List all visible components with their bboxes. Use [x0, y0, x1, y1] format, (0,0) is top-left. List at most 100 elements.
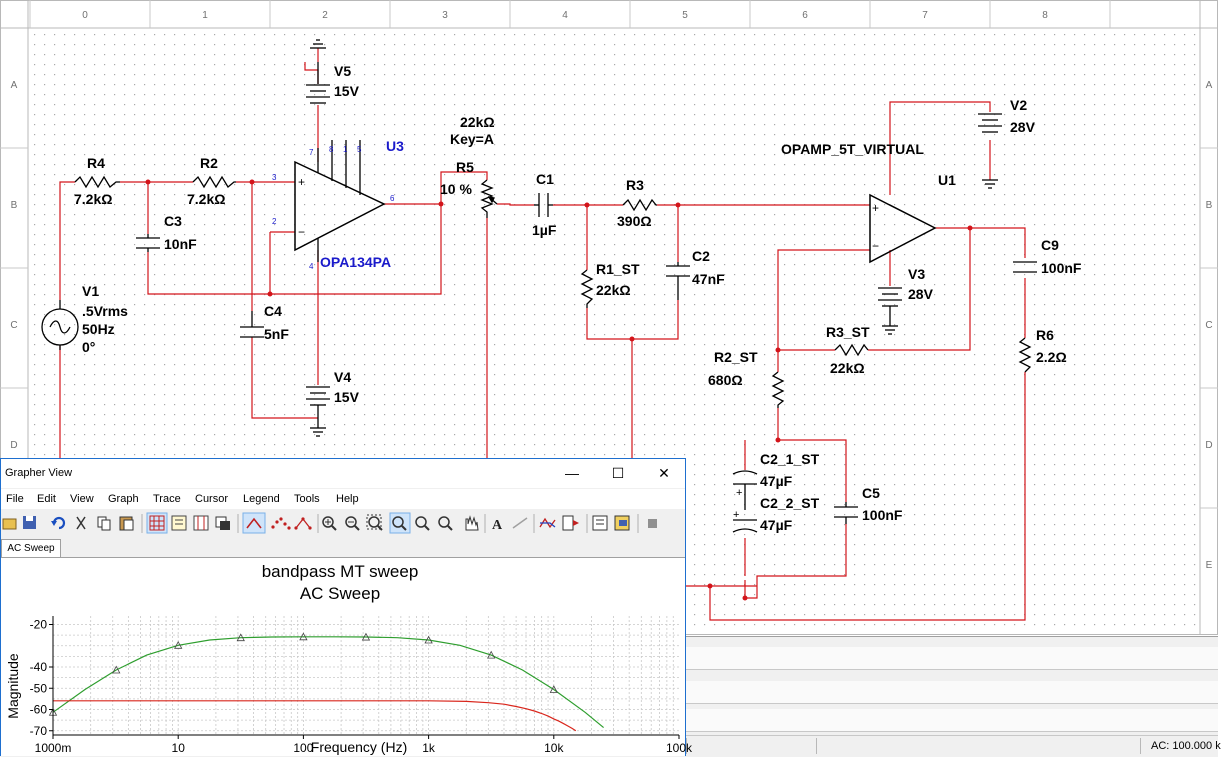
- v1-freq: 50Hz: [82, 321, 115, 337]
- save-icon[interactable]: [23, 516, 36, 529]
- component-symbols[interactable]: [41, 39, 1037, 533]
- pan-icon[interactable]: [465, 515, 479, 531]
- r5-key: Key=A: [450, 131, 494, 147]
- properties-icon[interactable]: [215, 516, 230, 530]
- spreadsheet-panel[interactable]: [686, 636, 1218, 736]
- r2-value: 7.2kΩ: [187, 191, 225, 207]
- svg-text:8: 8: [329, 145, 334, 154]
- series-marker: [236, 633, 245, 642]
- menu-trace[interactable]: Trace: [153, 493, 181, 505]
- status-cell: [816, 738, 825, 754]
- v3-value: 28V: [908, 286, 934, 302]
- ruler-col-3: 3: [442, 10, 448, 21]
- pin-numbers: 3 2 6 7 8 1 5 4: [272, 145, 395, 271]
- undo-icon[interactable]: [51, 516, 66, 530]
- r3st-value: 22kΩ: [830, 360, 865, 376]
- svg-text:+: +: [872, 201, 879, 215]
- close-button[interactable]: ✕: [658, 465, 670, 481]
- svg-text:2: 2: [272, 217, 277, 226]
- r3st-ref: R3_ST: [826, 324, 870, 340]
- chart-subtitle: AC Sweep: [299, 584, 381, 603]
- x-tick-label: 10: [172, 741, 186, 755]
- c3-ref: C3: [164, 213, 182, 229]
- r4-ref: R4: [87, 155, 105, 171]
- zoom-y-icon[interactable]: [438, 516, 453, 531]
- zoom-in-icon[interactable]: [322, 516, 337, 531]
- export-icon[interactable]: [562, 515, 579, 531]
- points-icon[interactable]: [271, 517, 291, 530]
- text-icon[interactable]: A: [492, 518, 503, 533]
- grid-icon[interactable]: [149, 515, 165, 531]
- menu-view[interactable]: View: [70, 493, 94, 505]
- cursors-icon[interactable]: [193, 515, 209, 531]
- series-marker: [112, 665, 121, 674]
- ruler-col-6: 6: [802, 10, 808, 21]
- overlay-icon[interactable]: [539, 517, 556, 529]
- toolbar-icons: A: [2, 512, 657, 534]
- menu-graph[interactable]: Graph: [108, 493, 139, 505]
- polarity-marks: + + + − + −: [298, 175, 879, 521]
- menu-help[interactable]: Help: [336, 493, 359, 505]
- zoom-area-icon[interactable]: [366, 514, 383, 531]
- r5-percent: 10 %: [440, 181, 472, 197]
- series-line-0: [53, 636, 604, 729]
- ruler-row-c-right: C: [1205, 320, 1212, 331]
- cut-icon[interactable]: [76, 516, 86, 530]
- c2-ref: C2: [692, 248, 710, 264]
- menu-legend[interactable]: Legend: [243, 493, 280, 505]
- ruler-col-8: 8: [1042, 10, 1048, 21]
- menu-cursor[interactable]: Cursor: [195, 493, 229, 505]
- menu-edit[interactable]: Edit: [37, 493, 56, 505]
- tab-ac-sweep[interactable]: AC Sweep: [1, 539, 61, 558]
- minimize-button[interactable]: —: [565, 465, 579, 481]
- status-ac: AC: 100.000 k: [1140, 738, 1221, 754]
- legend-icon[interactable]: [171, 515, 187, 531]
- y-tick-label: -50: [30, 681, 48, 695]
- maximize-button[interactable]: ☐: [611, 465, 625, 481]
- v4-value: 15V: [334, 389, 360, 405]
- copy-icon[interactable]: [97, 516, 111, 531]
- zoom-out-icon[interactable]: [345, 516, 360, 531]
- print-icon[interactable]: [614, 515, 630, 531]
- v5-value: 15V: [334, 83, 360, 99]
- x-tick-label: 100: [293, 741, 313, 755]
- c22st-value: 47µF: [760, 517, 793, 533]
- u3-ref: U3: [386, 138, 404, 154]
- grapher-titlebar[interactable]: Grapher View — ☐ ✕: [1, 459, 685, 488]
- lines-icon[interactable]: [246, 517, 262, 529]
- y-tick-label: -40: [30, 660, 48, 674]
- grapher-window[interactable]: Grapher View — ☐ ✕ File Edit View Graph …: [0, 458, 693, 756]
- paste-icon[interactable]: [119, 516, 134, 531]
- ruler-row-c: C: [10, 320, 17, 331]
- svg-text:+: +: [736, 487, 742, 499]
- lines-points-icon[interactable]: [294, 517, 312, 530]
- menu-file[interactable]: File: [6, 493, 24, 505]
- c5-ref: C5: [862, 485, 880, 501]
- r5-ref: R5: [456, 159, 474, 175]
- y-tick-label: -60: [30, 703, 48, 717]
- ruler-row-a-right: A: [1206, 80, 1213, 91]
- menu-tools[interactable]: Tools: [294, 493, 320, 505]
- ruler-col-4: 4: [562, 10, 568, 21]
- stop-icon[interactable]: [648, 519, 657, 528]
- r3-value: 390Ω: [617, 213, 652, 229]
- zoom-full-icon[interactable]: [392, 516, 407, 531]
- print-preview-icon[interactable]: [592, 515, 608, 531]
- r6-value: 2.2Ω: [1036, 349, 1067, 365]
- measure-icon[interactable]: [512, 517, 528, 529]
- open-icon[interactable]: [2, 518, 17, 530]
- c1-value: 1µF: [532, 222, 557, 238]
- svg-text:A: A: [492, 518, 503, 533]
- u1-ref: U1: [938, 172, 956, 188]
- c9-value: 100nF: [1041, 260, 1082, 276]
- series-line-1: [53, 700, 577, 732]
- grapher-title: Grapher View: [5, 467, 73, 479]
- r5-value: 22kΩ: [460, 114, 495, 130]
- x-tick-label: 10k: [544, 741, 564, 755]
- u3-model: OPA134PA: [320, 254, 391, 270]
- zoom-x-icon[interactable]: [415, 516, 430, 531]
- c4-ref: C4: [264, 303, 282, 319]
- ruler-row-a: A: [11, 80, 18, 91]
